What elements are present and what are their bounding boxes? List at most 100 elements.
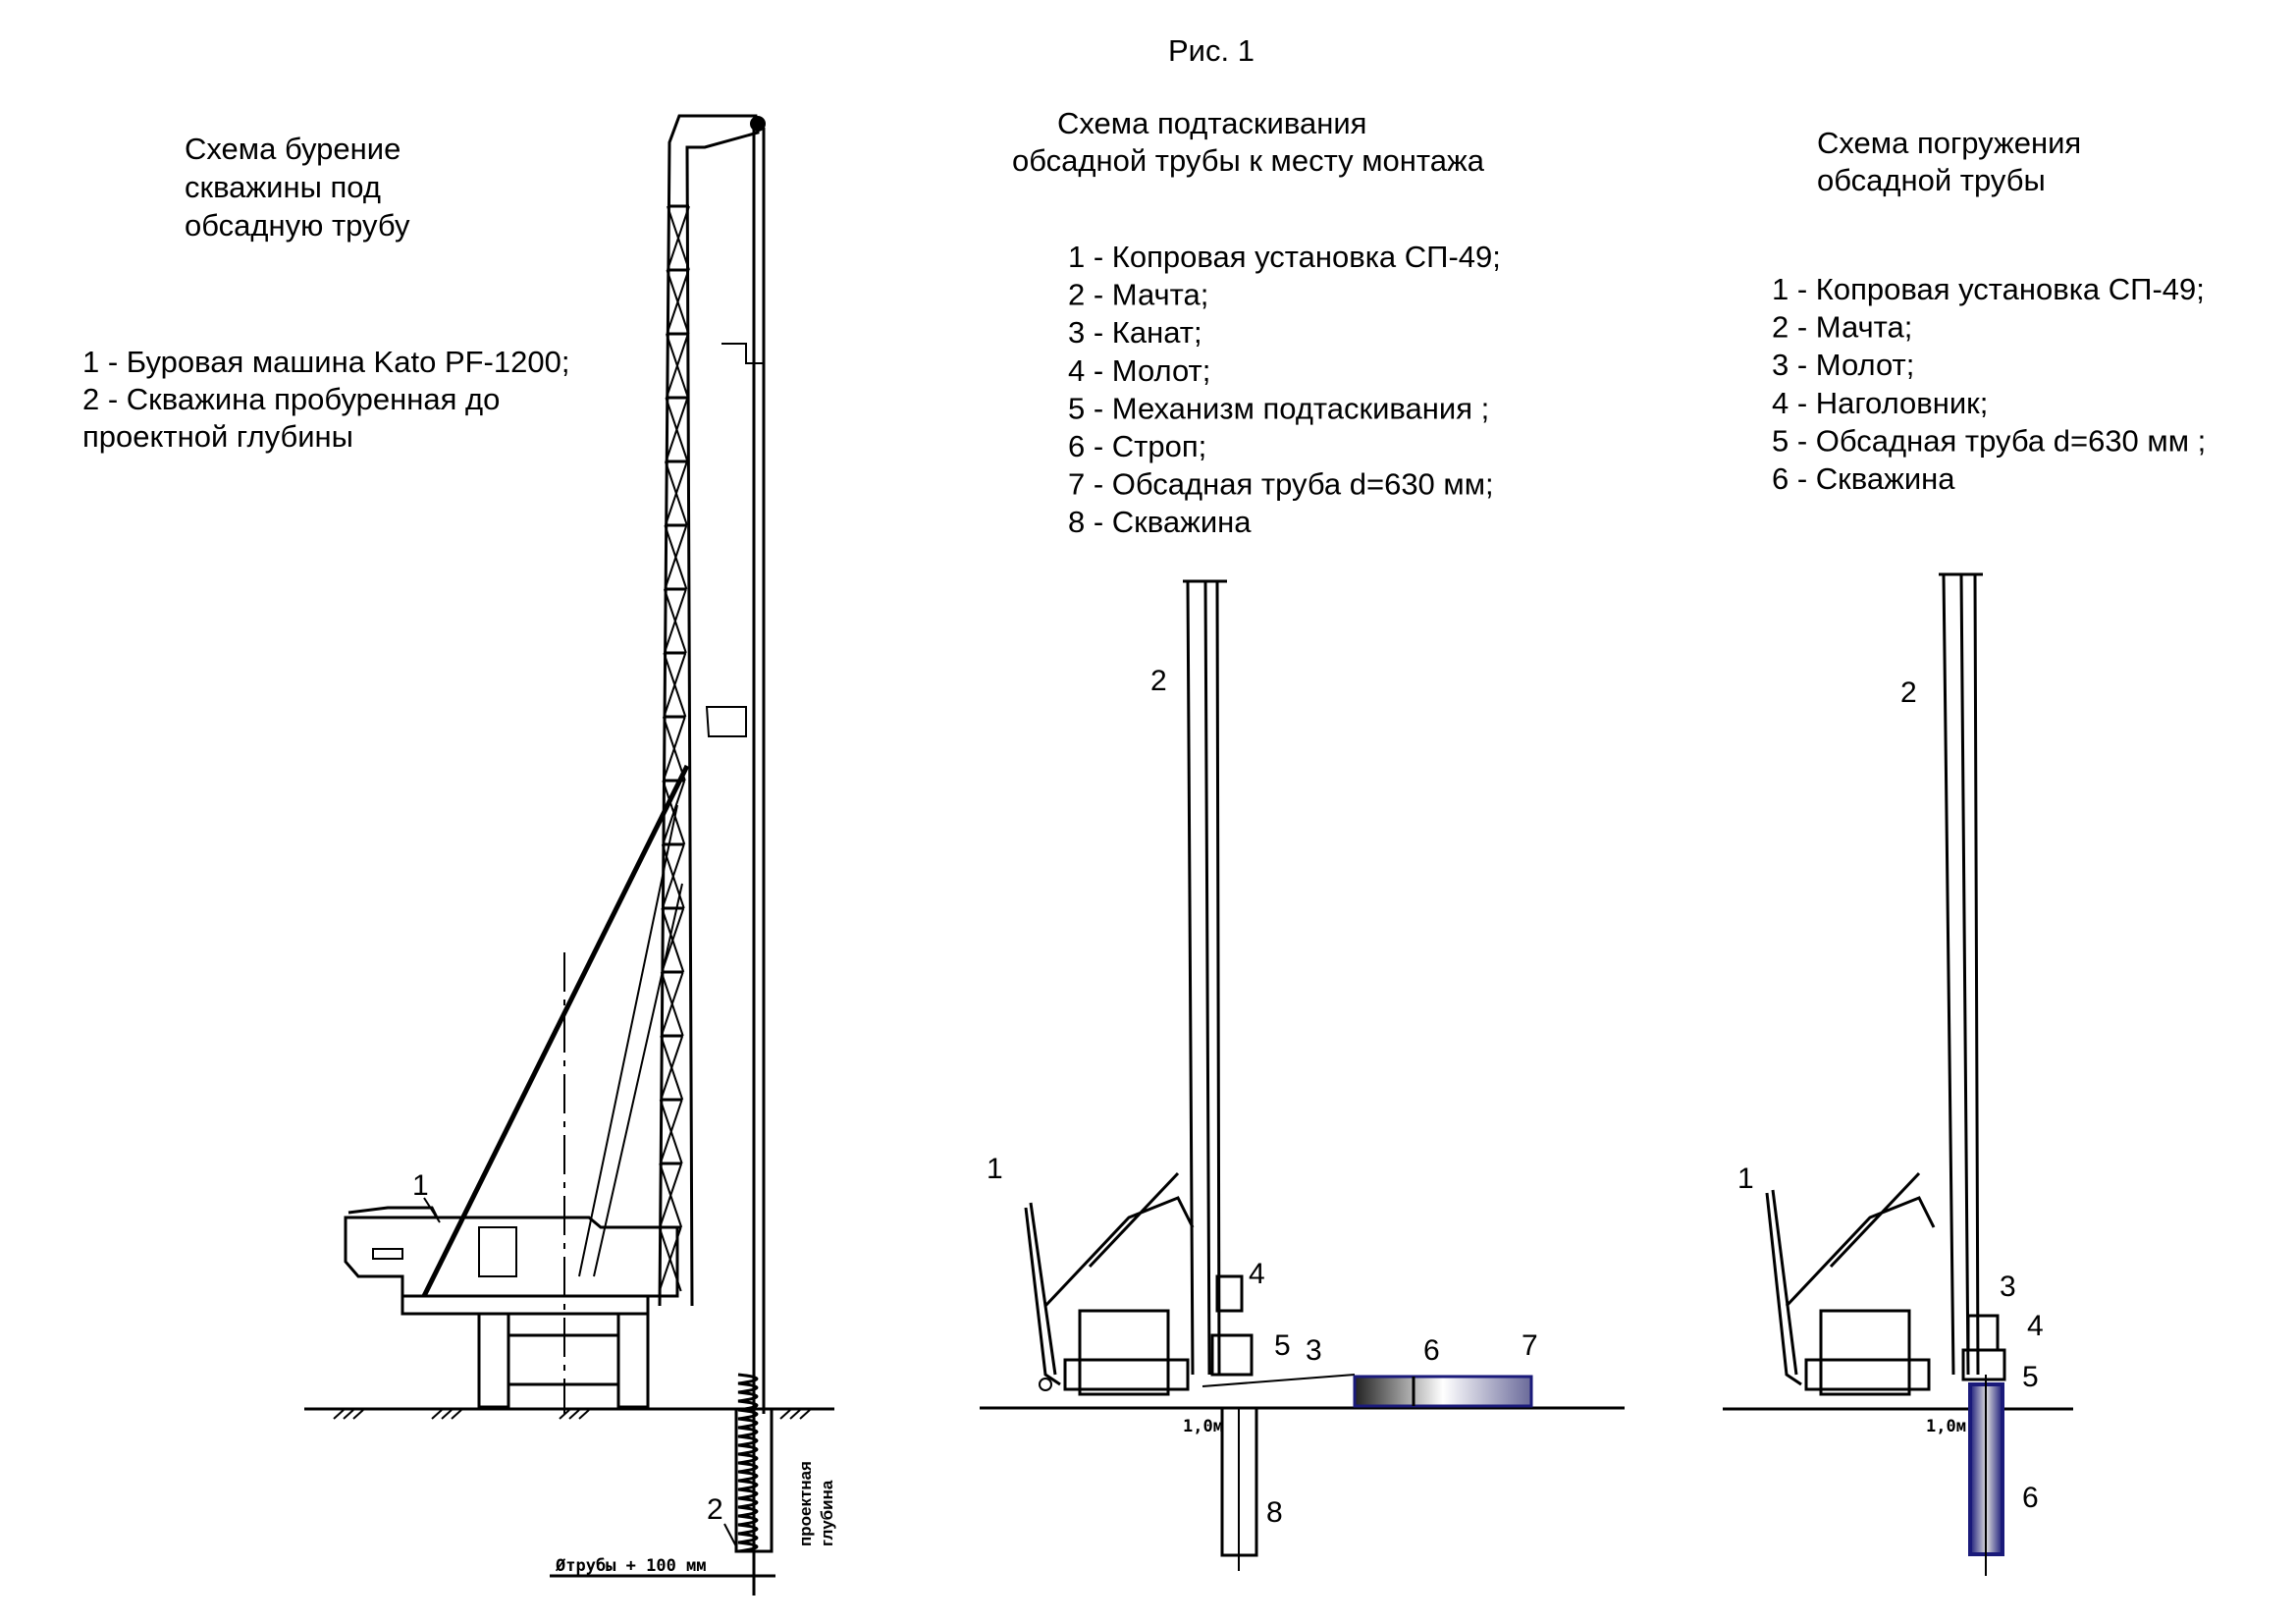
legend-item: 6 - Скважина xyxy=(1772,461,1955,496)
boom-linkage xyxy=(1785,1171,1936,1308)
callout-5: 5 xyxy=(1274,1329,1291,1362)
callout-5: 5 xyxy=(2022,1361,2039,1393)
callout-1: 1 xyxy=(412,1169,429,1202)
stay-cable xyxy=(578,804,678,1277)
borehole xyxy=(734,1407,774,1553)
legend-item: 3 - Канат; xyxy=(1068,315,1202,350)
machine-detail xyxy=(372,1248,403,1260)
hatch-mark xyxy=(333,1409,345,1420)
offset-dimension-label: 1,0м xyxy=(1183,1417,1223,1436)
hatch-mark xyxy=(431,1409,443,1420)
callout-4: 4 xyxy=(1249,1258,1265,1290)
hatch-mark xyxy=(559,1409,570,1420)
turntable xyxy=(400,1294,650,1316)
legend-item: 1 - Буровая машина Kato PF-1200; xyxy=(82,345,569,379)
hammer xyxy=(1966,1314,2000,1352)
callouts: 1 2 3 4 5 6 7 8 xyxy=(987,665,1538,1529)
legend-item: 2 - Мачта; xyxy=(1772,310,1912,345)
rod-guide xyxy=(705,343,764,737)
boom-linkage xyxy=(1043,1171,1195,1308)
lattice-brace xyxy=(663,588,687,654)
tracks xyxy=(1804,1358,1931,1391)
right-title-line: Схема погружения xyxy=(1817,126,2081,160)
lattice-brace xyxy=(659,1163,683,1228)
right-title: Схема погружения обсадной трубы xyxy=(1817,126,2081,197)
legend-item: 1 - Копровая установка СП-49; xyxy=(1068,240,1501,274)
callout-7: 7 xyxy=(1522,1329,1538,1362)
machine-body xyxy=(1078,1309,1170,1396)
hatch-mark xyxy=(343,1409,354,1420)
mast-lattice xyxy=(658,204,690,1292)
legend-item: 4 - Молот; xyxy=(1068,353,1210,388)
middle-title-line: Схема подтаскивания xyxy=(1057,106,1366,140)
left-title-line: скважины под xyxy=(185,170,381,204)
left-title: Схема бурение скважины под обсадную труб… xyxy=(185,132,410,243)
lattice-brace xyxy=(665,397,689,462)
cab-window xyxy=(478,1226,517,1277)
track-right xyxy=(616,1312,650,1409)
pile-cap xyxy=(1961,1348,2006,1381)
figure-title: Рис. 1 xyxy=(1168,33,1255,68)
auger-flight xyxy=(737,1373,759,1553)
legend-item: 3 - Молот; xyxy=(1772,348,1914,382)
legend-item: 5 - Механизм подтаскивания ; xyxy=(1068,391,1489,425)
depth-label: проектная xyxy=(796,1461,815,1546)
stay-cable xyxy=(593,883,683,1277)
hatch-mark xyxy=(568,1409,580,1420)
hammer xyxy=(1215,1274,1244,1313)
callout-8: 8 xyxy=(1266,1496,1283,1529)
hatch-mark xyxy=(352,1409,364,1420)
undercarriage xyxy=(507,1333,620,1386)
lattice-brace xyxy=(663,652,687,718)
machine-body xyxy=(1819,1309,1911,1396)
left-title-line: Схема бурение xyxy=(185,132,400,166)
legend-item: 5 - Обсадная труба d=630 мм ; xyxy=(1772,423,2206,458)
callout-leader xyxy=(723,1523,737,1547)
mast xyxy=(1939,572,1983,1376)
hatch-mark xyxy=(451,1409,462,1420)
driving-scheme: 1,0м 1 2 34 5 6 xyxy=(1723,572,2073,1576)
pulling-scheme: 1,0м 1 2 3 4 5 6 7 8 xyxy=(980,579,1625,1571)
legend-item: 1 - Копровая установка СП-49; xyxy=(1772,272,2205,306)
legend-item: 6 - Строп; xyxy=(1068,429,1206,463)
callout-2: 2 xyxy=(707,1493,723,1526)
hatch-mark xyxy=(578,1409,590,1420)
offset-dimension-label: 1,0м xyxy=(1926,1417,1966,1436)
hatch-mark xyxy=(789,1409,801,1420)
callout-4: 4 xyxy=(2027,1310,2044,1342)
diameter-dimension-label: Øтрубы + 100 мм xyxy=(555,1556,707,1576)
callout-1: 1 xyxy=(1737,1163,1754,1195)
lattice-brace xyxy=(667,205,690,271)
lattice-brace xyxy=(662,780,686,845)
legend-item: 8 - Скважина xyxy=(1068,505,1252,539)
callout-2: 2 xyxy=(1900,676,1917,709)
callout-6: 6 xyxy=(2022,1482,2039,1514)
callout-6: 6 xyxy=(1423,1334,1440,1367)
callout-1: 1 xyxy=(987,1153,1003,1185)
boom-stay xyxy=(421,764,690,1298)
middle-legend: 1 - Копровая установка СП-49;2 - Мачта;3… xyxy=(1068,240,1501,539)
lattice-brace xyxy=(664,524,688,590)
lattice-brace xyxy=(666,269,690,335)
middle-title-line: обсадной трубы к месту монтажа xyxy=(1012,143,1485,178)
callouts: 1 2 34 5 6 xyxy=(1737,676,2044,1514)
depth-label: глубина xyxy=(818,1480,836,1546)
right-legend: 1 - Копровая установка СП-49; 2 - Мачта;3… xyxy=(1772,272,2206,496)
drilling-rig: Øтрубы + 100 мм проектная глубина 1 2 xyxy=(304,114,836,1596)
lattice-brace xyxy=(660,1035,684,1101)
callout-2: 2 xyxy=(1150,665,1167,697)
callout-leader xyxy=(423,1197,441,1223)
callout-3: 3 xyxy=(1306,1334,1322,1367)
mast xyxy=(1183,579,1227,1376)
rear-stay xyxy=(1024,1202,1061,1386)
lattice-brace xyxy=(661,843,685,909)
wheel xyxy=(1039,1378,1052,1391)
callout-3: 3 xyxy=(2000,1271,2016,1303)
track-left xyxy=(477,1312,510,1409)
left-legend: 1 - Буровая машина Kato PF-1200; 2 - Скв… xyxy=(82,345,569,454)
lattice-brace xyxy=(664,460,688,526)
rear-stay xyxy=(1765,1189,1802,1386)
tracks xyxy=(1063,1358,1190,1391)
hatch-mark xyxy=(799,1409,811,1420)
